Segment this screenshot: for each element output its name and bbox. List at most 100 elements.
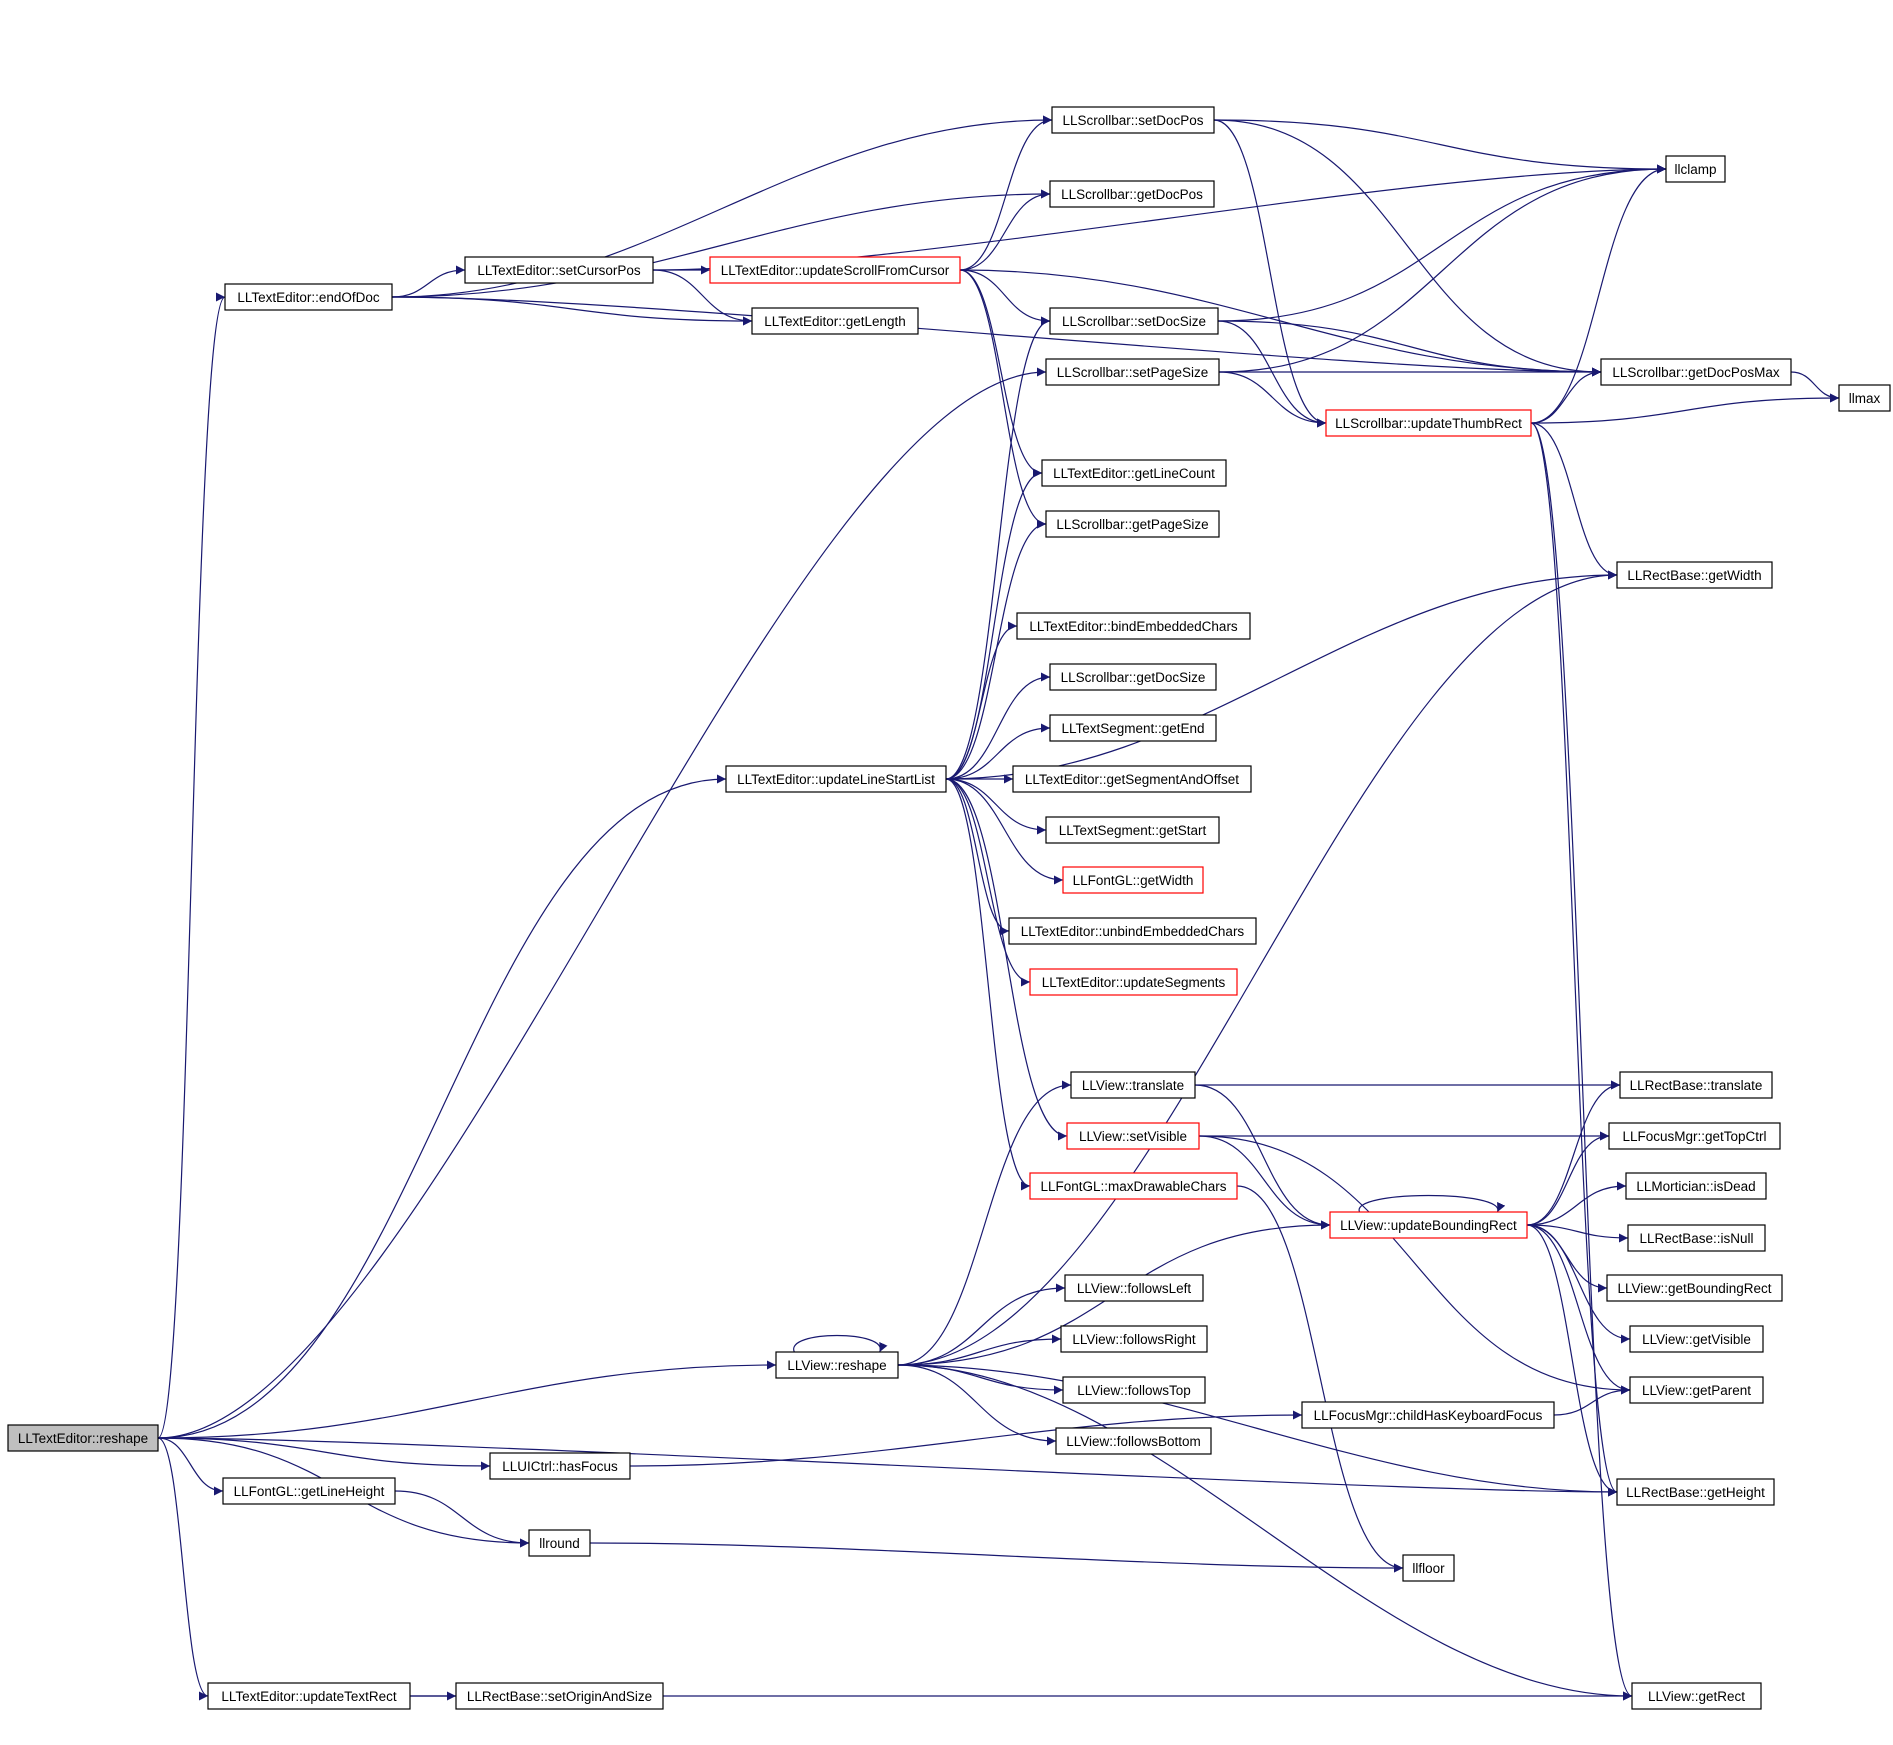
edge-reshape_te-to-updateTextRect bbox=[157, 1437, 209, 1701]
node-updateScrollFromCursor[interactable]: LLTextEditor::updateScrollFromCursor bbox=[709, 256, 961, 284]
node-v_followsTop[interactable]: LLView::followsTop bbox=[1062, 1376, 1206, 1404]
node-endOfDoc[interactable]: LLTextEditor::endOfDoc bbox=[224, 283, 393, 311]
node-box bbox=[725, 765, 947, 793]
edge-updateScrollFromCursor-to-sb_getDocPosMax bbox=[959, 269, 1602, 377]
node-label: LLFocusMgr::childHasKeyboardFocus bbox=[1314, 1408, 1543, 1423]
node-llround[interactable]: llround bbox=[528, 1529, 591, 1557]
node-label: LLTextEditor::getSegmentAndOffset bbox=[1025, 772, 1239, 787]
node-box bbox=[207, 1682, 411, 1710]
node-getLineCount[interactable]: LLTextEditor::getLineCount bbox=[1041, 459, 1227, 487]
node-sb_getDocSize[interactable]: LLScrollbar::getDocSize bbox=[1049, 663, 1217, 691]
node-sb_updateThumbRect[interactable]: LLScrollbar::updateThumbRect bbox=[1325, 409, 1532, 437]
node-updateLineStartList[interactable]: LLTextEditor::updateLineStartList bbox=[725, 765, 947, 793]
edge-updateLineStartList-to-unbindEmbeddedChars bbox=[945, 778, 1010, 936]
node-ui_hasFocus[interactable]: LLUICtrl::hasFocus bbox=[489, 1452, 631, 1480]
edge-sb_setDocPos-to-sb_getDocPosMax bbox=[1213, 119, 1602, 377]
node-v_translate[interactable]: LLView::translate bbox=[1070, 1071, 1196, 1099]
edge-endOfDoc-to-setCursorPos bbox=[391, 265, 466, 298]
node-llmax[interactable]: llmax bbox=[1838, 384, 1891, 412]
edge-sb_setDocPos-to-sb_updateThumbRect bbox=[1213, 119, 1327, 428]
node-v_followsRight[interactable]: LLView::followsRight bbox=[1060, 1325, 1208, 1353]
node-ts_getEnd[interactable]: LLTextSegment::getEnd bbox=[1049, 714, 1217, 742]
node-box bbox=[1029, 1172, 1238, 1200]
node-label: LLView::followsTop bbox=[1077, 1383, 1191, 1398]
node-llclamp[interactable]: llclamp bbox=[1665, 155, 1726, 183]
node-box bbox=[1402, 1554, 1455, 1582]
node-box bbox=[709, 256, 961, 284]
node-rb_getWidth[interactable]: LLRectBase::getWidth bbox=[1616, 561, 1773, 589]
node-rb_isNull[interactable]: LLRectBase::isNull bbox=[1627, 1224, 1766, 1252]
node-v_followsBottom[interactable]: LLView::followsBottom bbox=[1055, 1427, 1212, 1455]
node-box bbox=[1631, 1682, 1762, 1710]
edge-v_reshape-to-v_getRect bbox=[897, 1364, 1633, 1701]
node-label: LLTextEditor::getLength bbox=[764, 314, 906, 329]
edge-v_setVisible-to-v_getParent bbox=[1198, 1135, 1631, 1395]
node-updateSegments[interactable]: LLTextEditor::updateSegments bbox=[1029, 968, 1238, 996]
node-sb_setPageSize[interactable]: LLScrollbar::setPageSize bbox=[1045, 358, 1220, 386]
node-box bbox=[1062, 1376, 1206, 1404]
edge-updateScrollFromCursor-to-sb_setDocSize bbox=[959, 269, 1051, 326]
node-getSegmentAndOffset[interactable]: LLTextEditor::getSegmentAndOffset bbox=[1012, 765, 1252, 793]
node-fm_childHasKeyboardFocus[interactable]: LLFocusMgr::childHasKeyboardFocus bbox=[1301, 1401, 1555, 1429]
edge-sb_updateThumbRect-to-rb_getWidth bbox=[1530, 422, 1618, 580]
node-label: LLRectBase::translate bbox=[1630, 1078, 1763, 1093]
edge-v_reshape-to-v_followsBottom bbox=[897, 1364, 1057, 1446]
node-box bbox=[1049, 307, 1219, 335]
edge-v_updateBoundingRect-to-v_getVisible bbox=[1526, 1224, 1631, 1344]
node-label: llfloor bbox=[1412, 1561, 1445, 1576]
node-unbindEmbeddedChars[interactable]: LLTextEditor::unbindEmbeddedChars bbox=[1008, 917, 1257, 945]
edge-updateLineStartList-to-ts_getEnd bbox=[945, 723, 1051, 780]
node-label: LLRectBase::isNull bbox=[1639, 1231, 1753, 1246]
edge-sb_updateThumbRect-to-sb_getDocPosMax bbox=[1530, 367, 1602, 424]
node-sb_setDocPos[interactable]: LLScrollbar::setDocPos bbox=[1051, 106, 1215, 134]
node-rb_setOriginAndSize[interactable]: LLRectBase::setOriginAndSize bbox=[455, 1682, 664, 1710]
node-font_maxDrawableChars[interactable]: LLFontGL::maxDrawableChars bbox=[1029, 1172, 1238, 1200]
edges-layer bbox=[157, 115, 1840, 1701]
node-font_getLineHeight[interactable]: LLFontGL::getLineHeight bbox=[222, 1477, 396, 1505]
node-llfloor[interactable]: llfloor bbox=[1402, 1554, 1455, 1582]
edge-v_updateBoundingRect-to-rb_translate bbox=[1526, 1080, 1621, 1226]
node-box bbox=[7, 1424, 159, 1452]
node-v_followsLeft[interactable]: LLView::followsLeft bbox=[1064, 1274, 1204, 1302]
node-v_updateBoundingRect[interactable]: LLView::updateBoundingRect bbox=[1329, 1211, 1528, 1239]
node-label: LLView::reshape bbox=[787, 1358, 886, 1373]
node-v_getVisible[interactable]: LLView::getVisible bbox=[1629, 1325, 1764, 1353]
node-box bbox=[1064, 1274, 1204, 1302]
edge-reshape_te-to-rb_getHeight bbox=[157, 1437, 1618, 1497]
node-v_setVisible[interactable]: LLView::setVisible bbox=[1066, 1122, 1200, 1150]
node-v_getParent[interactable]: LLView::getParent bbox=[1629, 1376, 1764, 1404]
edge-updateLineStartList-to-sb_getDocSize bbox=[945, 672, 1051, 780]
node-v_getBoundingRect[interactable]: LLView::getBoundingRect bbox=[1606, 1274, 1783, 1302]
node-sb_getPageSize[interactable]: LLScrollbar::getPageSize bbox=[1045, 510, 1220, 538]
edge-v_reshape-to-v_followsLeft bbox=[897, 1283, 1066, 1366]
edge-sb_setDocSize-to-llclamp bbox=[1217, 164, 1667, 322]
node-v_reshape[interactable]: LLView::reshape bbox=[775, 1351, 899, 1379]
node-box bbox=[1070, 1071, 1196, 1099]
edge-ui_hasFocus-to-fm_childHasKeyboardFocus bbox=[629, 1410, 1303, 1467]
node-m_isDead[interactable]: LLMortician::isDead bbox=[1625, 1172, 1767, 1200]
node-box bbox=[1029, 968, 1238, 996]
edge-sb_updateThumbRect-to-v_getRect bbox=[1530, 422, 1633, 1701]
node-reshape_te[interactable]: LLTextEditor::reshape bbox=[7, 1424, 159, 1452]
node-rb_getHeight[interactable]: LLRectBase::getHeight bbox=[1616, 1478, 1775, 1506]
node-sb_getDocPos[interactable]: LLScrollbar::getDocPos bbox=[1049, 180, 1215, 208]
node-fm_getTopCtrl[interactable]: LLFocusMgr::getTopCtrl bbox=[1608, 1122, 1781, 1150]
node-v_getRect[interactable]: LLView::getRect bbox=[1631, 1682, 1762, 1710]
node-setCursorPos[interactable]: LLTextEditor::setCursorPos bbox=[464, 256, 654, 284]
node-ts_getStart[interactable]: LLTextSegment::getStart bbox=[1045, 816, 1220, 844]
node-label: LLUICtrl::hasFocus bbox=[502, 1459, 618, 1474]
node-getLength[interactable]: LLTextEditor::getLength bbox=[751, 307, 919, 335]
edge-updateLineStartList-to-font_getWidth bbox=[945, 778, 1064, 885]
edge-reshape_te-to-ui_hasFocus bbox=[157, 1437, 491, 1471]
edge-v_reshape-to-v_reshape bbox=[793, 1334, 888, 1353]
node-sb_setDocSize[interactable]: LLScrollbar::setDocSize bbox=[1049, 307, 1219, 335]
node-bindEmbeddedChars[interactable]: LLTextEditor::bindEmbeddedChars bbox=[1016, 612, 1251, 640]
node-sb_getDocPosMax[interactable]: LLScrollbar::getDocPosMax bbox=[1600, 358, 1792, 386]
node-label: LLTextEditor::reshape bbox=[18, 1431, 148, 1446]
node-rb_translate[interactable]: LLRectBase::translate bbox=[1619, 1071, 1773, 1099]
node-box bbox=[1329, 1211, 1528, 1239]
node-font_getWidth[interactable]: LLFontGL::getWidth bbox=[1062, 866, 1204, 894]
edge-fm_childHasKeyboardFocus-to-v_getParent bbox=[1553, 1385, 1631, 1416]
node-updateTextRect[interactable]: LLTextEditor::updateTextRect bbox=[207, 1682, 411, 1710]
